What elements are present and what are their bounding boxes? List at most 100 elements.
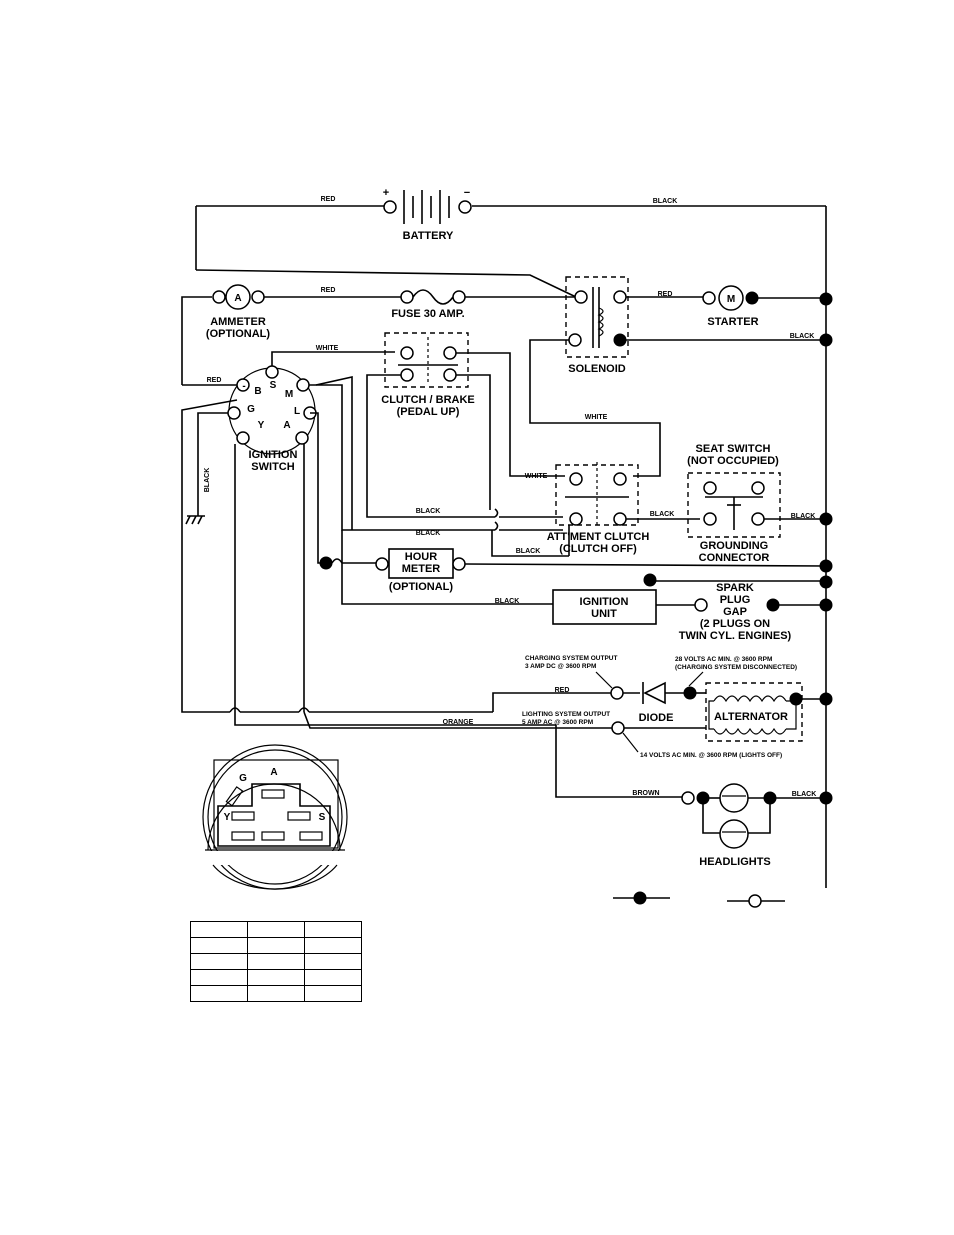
battery-cells bbox=[403, 190, 450, 224]
ground-node bbox=[819, 575, 833, 589]
pin-m: M bbox=[285, 389, 293, 400]
table-cell bbox=[190, 985, 248, 1002]
wire-red-charging bbox=[492, 692, 611, 712]
pin-g: G bbox=[247, 404, 255, 415]
ground-node bbox=[819, 333, 833, 347]
ignition-unit-label-2: UNIT bbox=[591, 608, 617, 620]
spark-plug-label-2: PLUG bbox=[720, 594, 751, 606]
grounding-connector-label-2: CONNECTOR bbox=[699, 552, 770, 564]
wire-label-black-seat: BLACK bbox=[516, 548, 541, 555]
table-cell bbox=[247, 953, 305, 970]
connector-pin-a: A bbox=[270, 767, 277, 778]
wire-label-white-solenoid: WHITE bbox=[585, 414, 608, 421]
ac28-note-2: (CHARGING SYSTEM DISCONNECTED) bbox=[675, 664, 797, 671]
wire-label-red-battery: RED bbox=[321, 196, 336, 203]
starter: M STARTER bbox=[702, 285, 759, 328]
fuse-label: FUSE 30 AMP. bbox=[391, 308, 464, 320]
table-row bbox=[190, 969, 362, 986]
wire-m-secondary bbox=[315, 376, 353, 530]
ammeter-optional-label: (OPTIONAL) bbox=[206, 328, 270, 340]
spark-plug-label-5: TWIN CYL. ENGINES) bbox=[679, 630, 792, 642]
ignition-connector: A G Y S bbox=[202, 744, 348, 890]
alternator: ALTERNATOR bbox=[705, 682, 803, 742]
battery-minus-sign: − bbox=[464, 187, 470, 199]
wire-label-black-solenoid: BLACK bbox=[790, 333, 815, 340]
table-cell bbox=[304, 937, 362, 954]
hour-meter-label-1: HOUR bbox=[405, 551, 437, 563]
legend-symbols bbox=[613, 891, 785, 908]
table-cell bbox=[247, 937, 305, 954]
starter-label: STARTER bbox=[707, 316, 758, 328]
spark-plug-label-4: (2 PLUGS ON bbox=[700, 618, 770, 630]
wire-battery-to-solenoid bbox=[195, 269, 577, 298]
wire-label-black-ignition-unit: BLACK bbox=[495, 598, 520, 605]
wire-m-terminal bbox=[309, 384, 495, 531]
diode: DIODE bbox=[623, 681, 684, 724]
attachment-clutch-label-2: (CLUTCH OFF) bbox=[559, 543, 637, 555]
pin-s: S bbox=[270, 380, 277, 391]
wire-solenoid-white bbox=[529, 339, 661, 477]
charging-note-2: 3 AMP DC @ 3600 RPM bbox=[525, 663, 596, 670]
table-row bbox=[190, 937, 362, 954]
pin-y: Y bbox=[258, 420, 265, 431]
wire-orange bbox=[303, 711, 612, 729]
wire-white-s-terminal bbox=[271, 351, 395, 366]
wire-label-red-ignition: RED bbox=[207, 377, 222, 384]
ignition-unit: IGNITION UNIT bbox=[552, 589, 657, 625]
ignition-switch: - B S M G L Y A IGNITION SWITCH bbox=[227, 365, 317, 473]
wire-hour-meter-ground bbox=[464, 563, 827, 567]
wire-label-black-clutch-1: BLACK bbox=[416, 508, 441, 515]
table-row bbox=[190, 953, 362, 970]
connector-pin-s: S bbox=[319, 812, 326, 823]
clutch-brake-switch: CLUTCH / BRAKE (PEDAL UP) bbox=[381, 332, 475, 418]
table-cell bbox=[190, 937, 248, 954]
ammeter: A AMMETER (OPTIONAL) bbox=[181, 284, 270, 385]
ac28-note-1: 28 VOLTS AC MIN. @ 3600 RPM bbox=[675, 656, 772, 663]
wire-crossover bbox=[494, 521, 499, 531]
table-cell bbox=[247, 985, 305, 1002]
hour-meter-label-2: METER bbox=[402, 563, 441, 575]
wire-crossover bbox=[494, 508, 499, 518]
solenoid: SOLENOID bbox=[565, 276, 629, 375]
grounding-connector-label-1: GROUNDING bbox=[700, 540, 768, 552]
wire-label-black-battery: BLACK bbox=[653, 198, 678, 205]
wire-label-white-top: WHITE bbox=[316, 345, 339, 352]
ignition-unit-label-1: IGNITION bbox=[580, 596, 629, 608]
wire-black-clutch-1 bbox=[366, 374, 495, 518]
alternator-label: ALTERNATOR bbox=[714, 711, 788, 723]
wire-label-black-vertical: BLACK bbox=[204, 468, 211, 493]
spark-plug-terminal bbox=[643, 573, 657, 587]
attachment-clutch-label-1: ATT'MENT CLUTCH bbox=[547, 531, 650, 543]
pin-l: L bbox=[294, 406, 300, 417]
ac14-note: 14 VOLTS AC MIN. @ 3600 RPM (LIGHTS OFF) bbox=[640, 752, 782, 759]
diode-label: DIODE bbox=[639, 712, 674, 724]
seat-switch-label-1: SEAT SWITCH bbox=[696, 443, 771, 455]
wire-g-ground bbox=[197, 412, 228, 516]
battery: + − BATTERY bbox=[196, 187, 826, 242]
table-row bbox=[190, 985, 362, 1002]
connector-pin-y: Y bbox=[224, 812, 231, 823]
table-cell bbox=[190, 921, 248, 938]
wire-label-red-charging: RED bbox=[555, 687, 570, 694]
pin-minus: - bbox=[242, 381, 245, 392]
wire-ignition-unit bbox=[341, 530, 553, 605]
wire-label-red-starter: RED bbox=[658, 291, 673, 298]
wire-white-clutch-to-attachment bbox=[456, 352, 565, 477]
attachment-clutch-switch: ATT'MENT CLUTCH (CLUTCH OFF) bbox=[547, 462, 650, 555]
table-cell bbox=[190, 953, 248, 970]
legend-table bbox=[190, 921, 362, 1002]
wire-label-orange: ORANGE bbox=[443, 719, 474, 726]
table-cell bbox=[304, 985, 362, 1002]
ignition-switch-label-2: SWITCH bbox=[251, 461, 294, 473]
headlights-label: HEADLIGHTS bbox=[699, 856, 771, 868]
legend-open-terminal bbox=[748, 894, 762, 908]
ground-node bbox=[819, 598, 833, 612]
table-cell bbox=[304, 969, 362, 986]
ground-node bbox=[819, 292, 833, 306]
ground-node bbox=[819, 559, 833, 573]
wire-label-white-attachment: WHITE bbox=[525, 473, 548, 480]
wire-b-loop bbox=[181, 399, 238, 713]
wire-label-black-headlights: BLACK bbox=[792, 791, 817, 798]
seat-switch: SEAT SWITCH (NOT OCCUPIED) GROUNDING CON… bbox=[687, 443, 781, 564]
ground-node bbox=[819, 791, 833, 805]
